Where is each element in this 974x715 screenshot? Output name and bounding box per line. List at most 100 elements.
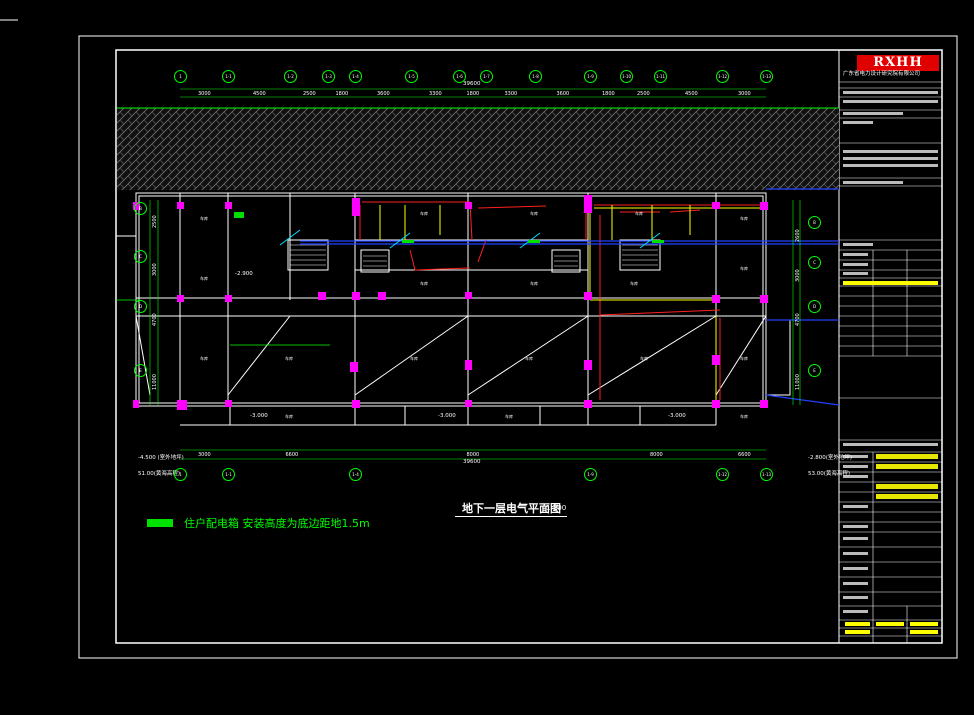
dim-right: 2600 <box>795 229 801 242</box>
dim-bottom: 8000 <box>466 452 480 458</box>
grid-bubble-bottom: 1-4 <box>349 468 362 481</box>
svg-text:车库: 车库 <box>740 215 748 221</box>
blue-lines <box>300 188 840 406</box>
room-labels: 车库车库 车库车库 车库车库 车库车库 车库车库 车库车库 车库车库 车库车库 … <box>200 210 748 419</box>
dim-right: 4700 <box>795 313 801 326</box>
grid-bubble-top: 1-1 <box>222 70 235 83</box>
svg-text:车库: 车库 <box>525 355 533 361</box>
side-dimensions <box>149 200 801 405</box>
svg-text:车库: 车库 <box>530 210 538 216</box>
grid-bubble-top: 1-2 <box>284 70 297 83</box>
dim-top: 3300 <box>429 91 442 97</box>
green-leaders <box>116 299 330 346</box>
grid-bubble-right: B <box>808 216 821 229</box>
grid-bubble-top: 1-10 <box>620 70 633 83</box>
grid-bubble-top: 1-4 <box>349 70 362 83</box>
inner-frame <box>115 49 943 644</box>
svg-text:车库: 车库 <box>420 210 428 216</box>
dim-top: 1800 <box>466 91 480 97</box>
grid-bubble-left: D <box>134 300 147 313</box>
legend-text: 住户配电箱 安装高度为底边距地1.5m <box>184 517 370 530</box>
svg-text:车库: 车库 <box>740 355 748 361</box>
grid-bubble-top: 1-12 <box>716 70 729 83</box>
company-name: 广东省电力设计研究院有限公司 <box>843 71 921 77</box>
red-wiring <box>359 198 760 400</box>
dim-left: 11000 <box>152 374 158 390</box>
dim-bottom: 8000 <box>650 452 663 458</box>
yellow-wiring <box>379 205 760 400</box>
svg-text:车库: 车库 <box>200 275 208 281</box>
dim-left: 2500 <box>152 215 158 228</box>
bottom-dimension <box>180 449 766 460</box>
level-left-2: 51.00(黄海高程) <box>138 471 181 477</box>
ground-hatch <box>117 108 839 190</box>
grid-bubble-left: B <box>134 202 147 215</box>
grid-bubble-bottom: 1-12 <box>716 468 729 481</box>
dim-left: 3000 <box>152 263 158 276</box>
building-walls <box>116 192 791 426</box>
dim-top: 3000 <box>738 91 751 97</box>
grid-bubble-bottom: 1-9 <box>584 468 597 481</box>
svg-text:车库: 车库 <box>530 280 538 286</box>
floor-level-d: -3.000 <box>668 413 686 419</box>
dim-top: 2500 <box>303 91 316 97</box>
svg-text:车库: 车库 <box>200 215 208 221</box>
grid-bubble-top: 1-9 <box>584 70 597 83</box>
drawing-scale: 1:100 <box>546 504 567 512</box>
grid-bubble-top: 1-7 <box>480 70 493 83</box>
grid-bubble-top: 1-5 <box>405 70 418 83</box>
sheet-border <box>78 35 958 659</box>
dim-top: 3300 <box>504 91 518 97</box>
svg-text:车库: 车库 <box>740 413 748 419</box>
title-block <box>838 50 942 643</box>
dim-bottom: 6600 <box>738 452 751 458</box>
drawing-title: 地下一层电气平面图 <box>462 502 561 515</box>
grid-bubble-top: 1-6 <box>453 70 466 83</box>
dim-top: 4500 <box>685 91 698 97</box>
floor-level-b: -3.000 <box>250 413 268 419</box>
dim-top: 3600 <box>556 91 570 97</box>
grid-bubble-right: C <box>808 256 821 269</box>
svg-text:车库: 车库 <box>285 413 293 419</box>
svg-text:车库: 车库 <box>420 280 428 286</box>
svg-text:车库: 车库 <box>740 265 748 271</box>
grid-bubble-left: E <box>134 364 147 377</box>
floor-level-a: -2.900 <box>235 271 253 277</box>
total-dim-top: 39600 <box>463 81 481 87</box>
svg-text:车库: 车库 <box>640 355 648 361</box>
level-left-1: -4.500 (室外地坪) <box>138 455 184 461</box>
dim-top: 1800 <box>335 91 349 97</box>
distribution-boxes <box>234 212 664 243</box>
grid-bubble-top: 1-8 <box>529 70 542 83</box>
dim-right: 3000 <box>795 269 801 282</box>
stair-treads <box>290 244 658 267</box>
company-logo: RXHH <box>857 55 939 71</box>
grid-bubble-top: 1 <box>174 70 187 83</box>
dim-top: 3600 <box>377 91 390 97</box>
grid-bubble-bottom: 1-13 <box>760 468 773 481</box>
columns <box>133 195 768 410</box>
grid-bubble-top: 1-11 <box>654 70 667 83</box>
dim-top: 1800 <box>602 91 615 97</box>
svg-text:车库: 车库 <box>200 355 208 361</box>
dim-bottom: 3000 <box>198 452 211 458</box>
grid-bubble-bottom: 1 <box>174 468 187 481</box>
dim-bottom: 6600 <box>285 452 299 458</box>
svg-text:车库: 车库 <box>630 280 638 286</box>
grid-bubble-top: 1-13 <box>760 70 773 83</box>
total-dim-bottom: 39600 <box>463 459 481 465</box>
grid-bubble-top: 1-3 <box>322 70 335 83</box>
dim-top: 4500 <box>253 91 266 97</box>
dim-top: 2500 <box>637 91 650 97</box>
svg-text:车库: 车库 <box>410 355 418 361</box>
grid-bubble-bottom: 1-1 <box>222 468 235 481</box>
top-dimension <box>180 88 766 98</box>
grid-bubble-right: D <box>808 300 821 313</box>
dim-top: 3000 <box>198 91 211 97</box>
grid-bubble-left: C <box>134 250 147 263</box>
floor-level-c: -3.000 <box>438 413 456 419</box>
legend-swatch-distribution-box <box>147 519 173 527</box>
svg-text:车库: 车库 <box>285 355 293 361</box>
dim-right: 11000 <box>795 374 801 390</box>
